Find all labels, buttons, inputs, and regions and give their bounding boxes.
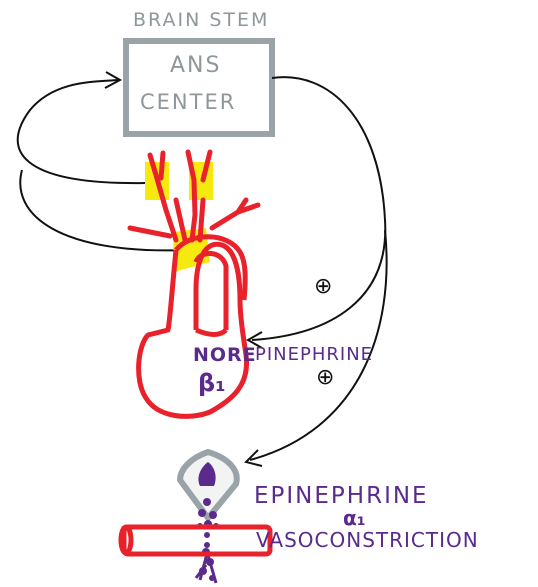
beta1-receptor: β₁ — [198, 371, 226, 395]
carotid-left-branch-b — [161, 153, 163, 178]
ans-label: ANS — [170, 55, 221, 77]
epinephrine-label: EPINEPHRINE — [254, 485, 429, 508]
vasoconstriction-label: VASOCONSTRICTION — [256, 530, 479, 550]
epinephrine-in-vessel — [204, 532, 210, 548]
norepinephrine-suffix: PINEPHRINE — [255, 346, 373, 364]
subclavian-artery — [212, 205, 258, 228]
plus-signal-upper: ⊕ — [314, 276, 332, 298]
heart-septum — [196, 330, 226, 335]
alpha1-receptor: α₁ — [343, 508, 366, 528]
carotid-right-inner — [200, 200, 203, 240]
brain-stem-label: BRAIN STEM — [133, 11, 269, 30]
heart-main — [139, 244, 247, 416]
plus-signal-lower: ⊕ — [316, 367, 334, 389]
blood-vessel — [121, 527, 270, 554]
norepinephrine-prefix: NORE — [193, 346, 257, 365]
center-label: CENTER — [140, 92, 236, 113]
brachiocephalic-artery — [130, 228, 170, 236]
